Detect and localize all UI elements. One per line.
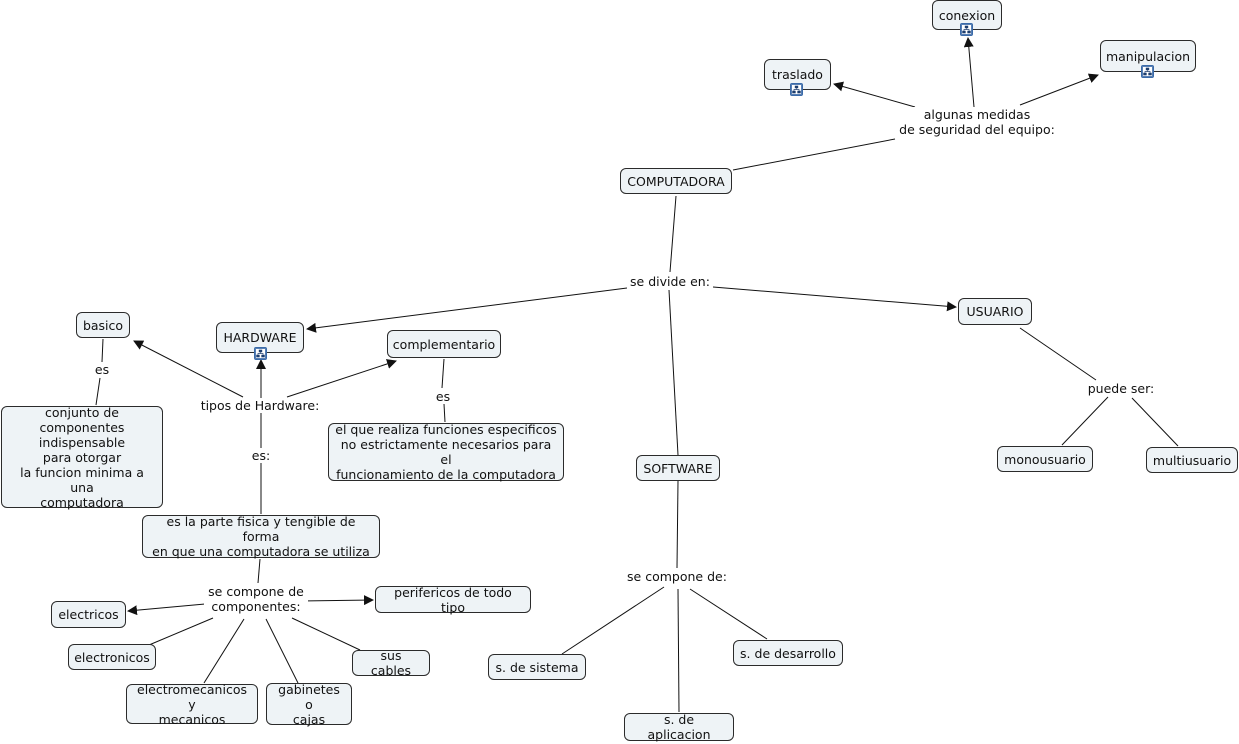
edge-computadora-divide [669,195,677,273]
edge-puede-mono [1061,396,1109,446]
edge-compone-sistema [561,586,665,655]
edge-compone-perifericos [299,595,374,606]
concept-map-icon[interactable] [790,83,803,96]
link-se-divide[interactable]: se divide en: [627,274,713,289]
edge-divide-hardware [306,287,628,333]
node-hardware[interactable]: HARDWARE [216,322,304,353]
link-se-compone-software[interactable]: se compone de: [624,569,730,584]
edge-computadora-medidas [732,138,896,171]
edge-basico-es [101,338,104,363]
node-computadora[interactable]: COMPUTADORA [620,168,732,194]
edge-compone-gabinetes [265,618,299,684]
node-software[interactable]: SOFTWARE [636,455,720,481]
edge-compone-desarrollo [689,588,768,640]
link-es-complementario[interactable]: es [433,389,453,404]
node-basico-def[interactable]: conjunto de componentes indispensable pa… [1,405,163,510]
link-puede-ser[interactable]: puede ser: [1085,381,1157,396]
edge-complementario-es [441,358,445,389]
node-perifericos[interactable]: perifericos de todo tipo [375,585,531,615]
edge-compone-electromecanicos [203,618,245,684]
node-s-desarrollo[interactable]: s. de desarrollo [733,640,843,666]
edge-divide-usuario [712,286,957,312]
node-usuario[interactable]: USUARIO [958,298,1032,325]
node-electromecanicos[interactable]: electromecanicos y mecanicos [126,682,258,727]
edge-tipos-complementario [286,359,397,398]
edge-es-complementario-def [443,403,446,423]
edge-es-basico-def [95,377,101,406]
edge-compone-electricos [127,603,206,616]
node-s-aplicacion[interactable]: s. de aplicacion [624,712,734,742]
concept-map-icon[interactable] [960,23,973,36]
link-medidas[interactable]: algunas medidas de seguridad del equipo: [896,107,1058,137]
concept-map-icon[interactable] [254,347,267,360]
node-gabinetes[interactable]: gabinetes o cajas [266,682,352,727]
node-monousuario[interactable]: monousuario [997,446,1093,472]
node-complementario-def[interactable]: el que realiza funciones especificos no … [328,422,564,482]
node-basico[interactable]: basico [76,312,130,338]
node-multiusuario[interactable]: multiusuario [1146,447,1238,473]
link-se-compone-componentes[interactable]: se compone de componentes: [204,584,308,614]
edge-software-compone [676,480,679,569]
node-complementario[interactable]: complementario [387,330,501,358]
edge-hwdef-compone [257,558,261,584]
node-sus-cables[interactable]: sus cables [352,648,430,678]
node-hardware-def[interactable]: es la parte fisica y tengible de forma e… [142,514,380,559]
concept-map-icon[interactable] [1141,65,1154,78]
edge-compone-cables [291,617,361,651]
edge-compone-aplicacion [677,588,680,713]
edge-puede-multi [1131,397,1179,447]
link-es-basico[interactable]: es [92,362,112,377]
edge-medidas-manipulacion [1019,73,1099,106]
node-s-sistema[interactable]: s. de sistema [488,654,586,680]
link-tipos-hardware[interactable]: tipos de Hardware: [198,398,322,413]
edge-tipos-basico [133,340,244,398]
edge-medidas-conexion [963,37,975,108]
link-es-hardware[interactable]: es: [249,448,273,463]
node-electronicos[interactable]: electronicos [68,644,156,670]
edge-divide-software [668,289,679,456]
node-electricos[interactable]: electricos [51,601,126,628]
edge-compone-electronicos [148,617,214,646]
edge-medidas-traslado [833,81,916,108]
edge-usuario-puede [1019,327,1097,381]
